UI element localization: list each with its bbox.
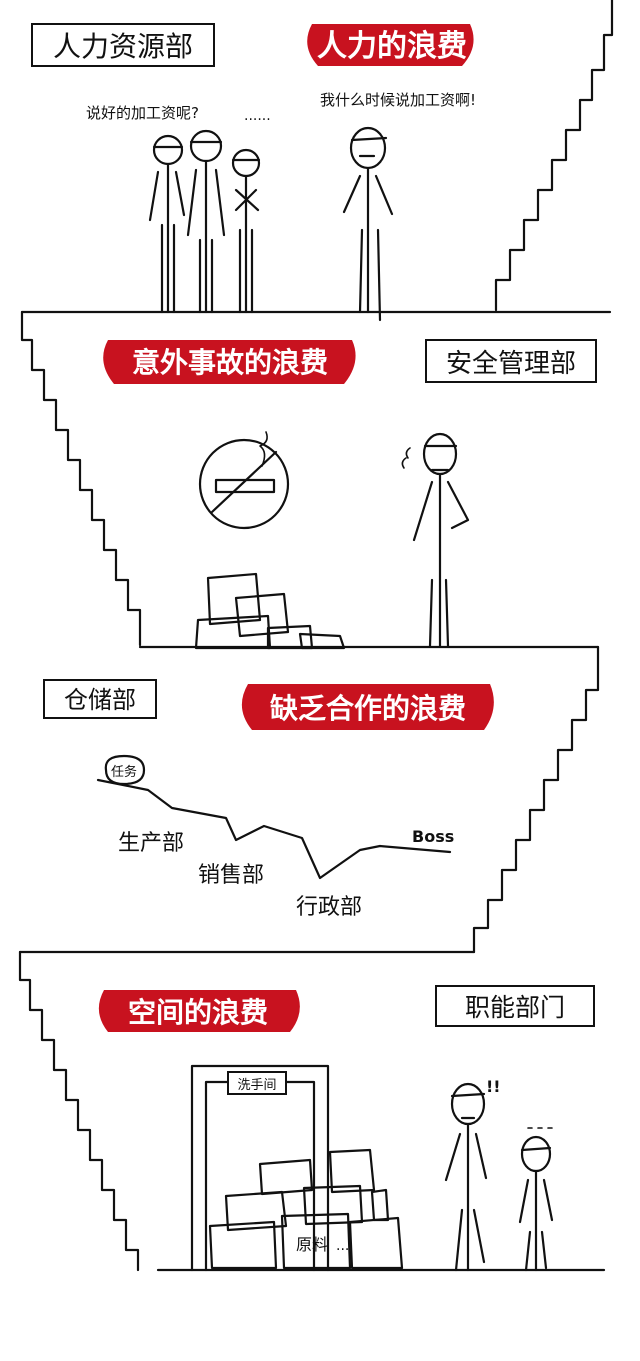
dept-label-box-safety <box>425 339 597 383</box>
waste-title-accident: 意外事故的浪费 <box>132 346 328 379</box>
brush-stroke-2 <box>103 340 356 384</box>
panel-4: 空间的浪费 职能部门 洗手间 原料 ... !! <box>18 950 606 1272</box>
speech-right: 我什么时候说加工资啊! <box>320 91 476 109</box>
panel-2: 意外事故的浪费 安全管理部 <box>20 310 600 650</box>
no-smoking-icon <box>198 431 290 530</box>
waste-title-cooperation: 缺乏合作的浪费 <box>270 692 466 725</box>
dept-label-warehouse: 仓储部 <box>64 686 136 714</box>
waste-title-space: 空间的浪费 <box>128 996 268 1029</box>
worker-boss-1 <box>342 126 394 322</box>
waste-title-manpower: 人力的浪费 <box>317 29 467 64</box>
toilet-door: 洗手间 <box>190 1064 330 1272</box>
brush-stroke-4 <box>98 990 300 1032</box>
dept-label-hr: 人力资源部 <box>53 30 193 63</box>
exclaim-mark: !! <box>486 1077 501 1096</box>
dept-production: 生产部 <box>118 831 184 856</box>
relay-line <box>96 778 452 880</box>
task-bubble: 任务 <box>104 754 146 786</box>
material-pile: 原料 ... <box>208 1148 404 1270</box>
panel-3: 仓储部 缺乏合作的浪费 任务 生产部 销售部 行政部 Boss <box>18 645 600 954</box>
dept-label-functional: 职能部门 <box>465 993 565 1022</box>
dept-label-box-functional <box>435 985 595 1027</box>
worker-smoking <box>401 432 470 648</box>
worker-surprised: !! <box>444 1077 501 1272</box>
brush-stroke-1 <box>307 24 474 66</box>
toilet-sign: 洗手间 <box>237 1078 276 1093</box>
panel-1: 人力资源部 人力的浪费 说好的加工资呢? ...... 我什么时候说加工资啊! <box>20 0 614 322</box>
material-dots: ... <box>336 1238 349 1254</box>
worker-group-left <box>148 129 261 314</box>
staircase-3 <box>472 645 600 954</box>
dept-sales: 销售部 <box>198 863 264 888</box>
dept-admin: 行政部 <box>296 895 362 920</box>
dept-label-box-hr <box>31 23 215 67</box>
dept-label-safety: 安全管理部 <box>446 349 576 379</box>
boss-label: Boss <box>412 827 454 846</box>
staircase-4 <box>18 950 140 1272</box>
speech-dots: ...... <box>244 108 271 124</box>
dept-label-box-warehouse <box>43 679 157 719</box>
speech-left: 说好的加工资呢? <box>86 104 199 122</box>
brush-stroke-3 <box>241 684 494 730</box>
staircase-1 <box>494 0 614 312</box>
staircase-2 <box>20 310 142 647</box>
rock-pile-1 <box>194 572 346 650</box>
material-label: 原料 <box>296 1235 328 1254</box>
task-tag: 任务 <box>111 764 137 780</box>
worker-small <box>518 1127 554 1272</box>
